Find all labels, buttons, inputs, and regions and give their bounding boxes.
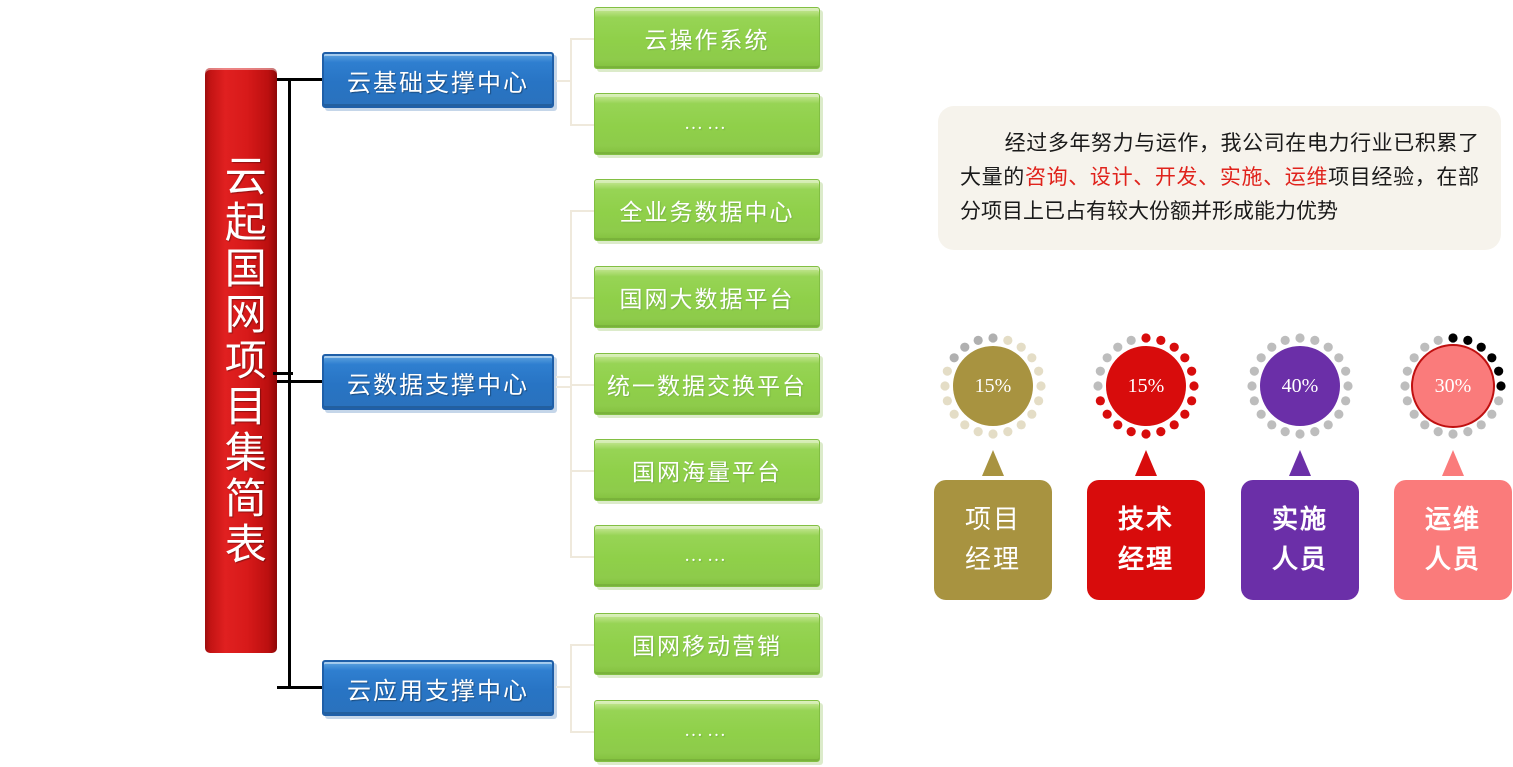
role-donut: 30% — [1397, 330, 1509, 442]
role-name-line2: 人员 — [1424, 545, 1481, 575]
summary-highlight-text: 咨询、设计、开发、实施、运维 — [1024, 165, 1329, 190]
item-box-ellipsis-2[interactable]: …… — [594, 525, 820, 587]
dot-ring-icon — [1247, 333, 1353, 439]
role-label: 运维 人员 — [1394, 480, 1512, 600]
connector-branch — [570, 384, 596, 386]
role-name-line1: 运维 — [1424, 504, 1481, 535]
connector-spine-group-2 — [570, 210, 572, 556]
connector-trunk-group-3 — [556, 686, 572, 688]
item-box-label: 云操作系统 — [644, 28, 770, 53]
item-box-state-grid-massive-platform[interactable]: 国网海量平台 — [594, 439, 820, 501]
connector-trunk-group-2 — [556, 376, 572, 378]
role-operations-staff[interactable]: 30% 运维 人员 — [1393, 330, 1513, 600]
dot-ring-icon — [940, 333, 1046, 439]
role-donut: 15% — [937, 330, 1049, 442]
item-box-state-grid-bigdata-platform[interactable]: 国网大数据平台 — [594, 266, 820, 328]
item-box-state-grid-mobile-marketing[interactable]: 国网移动营销 — [594, 613, 820, 675]
item-box-label: …… — [684, 545, 730, 566]
bracket-trunk — [273, 372, 293, 375]
role-percent-value: 30% — [1434, 374, 1472, 397]
bracket-stub-3 — [277, 686, 323, 689]
page-title: 云起国网项目集简表 — [205, 68, 277, 653]
role-percent-disc: 15% — [1106, 346, 1186, 426]
summary-callout: 经过多年努力与运作，我公司在电力行业已积累了大量的咨询、设计、开发、实施、运维项… — [938, 106, 1501, 251]
role-pointer-icon — [982, 450, 1004, 476]
center-box-cloud-data[interactable]: 云数据支撑中心 — [322, 354, 554, 410]
connector-branch — [570, 731, 596, 733]
role-name-line2: 人员 — [1271, 545, 1328, 575]
summary-lead-text: 经过多年努力与运作，我公司在电力行业已积累了大量的 — [960, 131, 1479, 190]
role-donut: 40% — [1244, 330, 1356, 442]
connector-trunk-group-1 — [556, 80, 572, 82]
role-percent-disc: 15% — [953, 346, 1033, 426]
connector-branch — [570, 470, 596, 472]
bracket-spine — [288, 78, 291, 688]
bracket-stub-2 — [277, 380, 323, 383]
role-pointer-icon — [1289, 450, 1311, 476]
item-box-cloud-os[interactable]: 云操作系统 — [594, 7, 820, 69]
role-technical-manager[interactable]: 15% 技术 经理 — [1086, 330, 1206, 600]
role-label: 项目 经理 — [934, 480, 1052, 600]
item-box-label: 国网移动营销 — [632, 634, 782, 659]
center-box-label: 云基础支撑中心 — [347, 70, 529, 97]
role-donut: 15% — [1090, 330, 1202, 442]
right-panel: 经过多年努力与运作，我公司在电力行业已积累了大量的咨询、设计、开发、实施、运维项… — [900, 0, 1513, 767]
item-box-ellipsis-3[interactable]: …… — [594, 700, 820, 762]
role-project-manager[interactable]: 15% 项目 经理 — [933, 330, 1053, 600]
bracket-stub-1 — [277, 78, 323, 81]
role-percent-disc: 30% — [1411, 344, 1495, 428]
connector-spine-group-1 — [570, 38, 572, 126]
item-box-label: 全业务数据中心 — [619, 200, 795, 225]
item-box-unified-data-exchange-platform[interactable]: 统一数据交换平台 — [594, 353, 820, 415]
connector-branch — [570, 644, 596, 646]
connector-trunk-group-2b — [556, 386, 572, 388]
role-percent-disc: 40% — [1260, 346, 1340, 426]
role-name-line2: 经理 — [1117, 545, 1174, 575]
center-box-cloud-application[interactable]: 云应用支撑中心 — [322, 660, 554, 716]
role-label: 技术 经理 — [1087, 480, 1205, 600]
role-name-line1: 项目 — [964, 504, 1021, 534]
role-name-line2: 经理 — [964, 545, 1021, 574]
connector-branch — [570, 210, 596, 212]
role-name-line1: 技术 — [1117, 504, 1174, 535]
page-title-text: 云起国网项目集简表 — [218, 153, 265, 568]
item-box-full-business-data-center[interactable]: 全业务数据中心 — [594, 179, 820, 241]
connector-branch — [570, 124, 596, 126]
item-box-label: 国网海量平台 — [632, 460, 782, 485]
item-box-ellipsis-1[interactable]: …… — [594, 93, 820, 155]
role-label: 实施 人员 — [1241, 480, 1359, 600]
role-percent-value: 40% — [1281, 374, 1319, 397]
item-box-label: …… — [684, 720, 730, 741]
role-implementation-staff[interactable]: 40% 实施 人员 — [1240, 330, 1360, 600]
org-chart: 云起国网项目集简表 云基础支撑中心 云数据支撑中心 云应用支撑中心 云操作系统 … — [205, 7, 820, 762]
role-pointer-icon — [1135, 450, 1157, 476]
connector-branch — [570, 38, 596, 40]
center-box-label: 云数据支撑中心 — [347, 372, 529, 399]
connector-branch — [570, 297, 596, 299]
role-percent-value: 15% — [974, 374, 1012, 397]
item-box-label: …… — [684, 113, 730, 134]
center-box-cloud-infrastructure[interactable]: 云基础支撑中心 — [322, 52, 554, 108]
item-box-label: 国网大数据平台 — [619, 287, 795, 312]
dot-ring-icon — [1400, 333, 1506, 439]
item-box-label: 统一数据交换平台 — [607, 374, 807, 399]
dot-ring-icon — [1093, 333, 1199, 439]
connector-branch — [570, 556, 596, 558]
center-box-label: 云应用支撑中心 — [347, 678, 529, 705]
connector-spine-group-3 — [570, 644, 572, 732]
role-percent-value: 15% — [1127, 374, 1165, 397]
summary-tail-text: 项目经验，在部分项目上已占有较大份额并形成能力优势 — [960, 165, 1480, 224]
role-name-line1: 实施 — [1271, 504, 1328, 535]
role-pointer-icon — [1442, 450, 1464, 476]
